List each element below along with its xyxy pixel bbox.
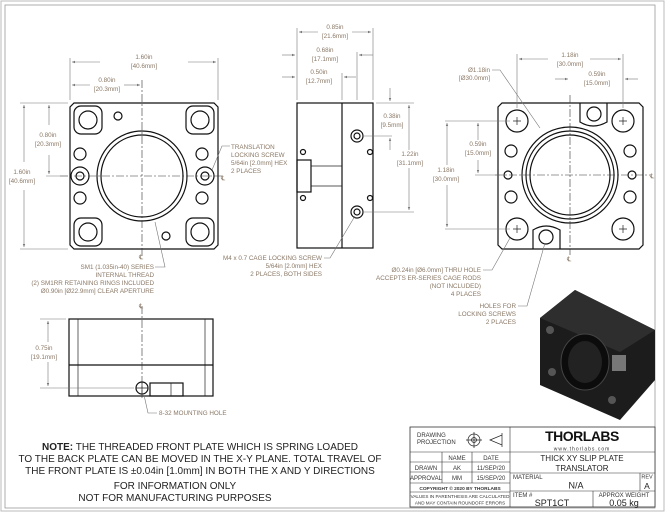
side-d3-mm: [12.7mm] xyxy=(306,78,332,85)
note-line-3: THE FRONT PLATE IS ±0.04in [1.0mm] IN BO… xyxy=(25,466,375,477)
weight-label: APPROX WEIGHT xyxy=(599,493,650,499)
front-half-width-in: 0.80in xyxy=(98,77,116,84)
back-vhalf-in: 0.59in xyxy=(469,141,487,148)
item-value: SPT1CT xyxy=(535,498,570,508)
rev-value: A xyxy=(644,481,650,491)
back-view: ℄ ℄ 1.18in [30.0mm] 0.59in [15.0mm] Ø1.1… xyxy=(376,52,654,326)
rev-label: REV xyxy=(641,475,653,481)
back-centerline-v: ℄ xyxy=(566,256,571,263)
isometric-render xyxy=(540,290,655,420)
projection-label-1: DRAWING xyxy=(417,433,446,439)
front-half-height-mm: [20.3mm] xyxy=(35,141,61,148)
front-width-mm: [40.6mm] xyxy=(131,63,157,70)
side-screw-offset-mm: [9.5mm] xyxy=(381,122,404,129)
bottom-centerline: ℄ xyxy=(138,303,143,310)
side-depth-mm: [21.6mm] xyxy=(322,33,348,40)
callout-thread-1: SM1 (1.035in-40) SERIES xyxy=(81,264,155,271)
callout-locking-2: LOCKING SCREWS xyxy=(458,311,516,318)
callout-translation-3: 5/64in [2.0mm] HEX xyxy=(231,160,288,167)
side-d3-in: 0.50in xyxy=(310,69,328,76)
approval-label: APPROVAL xyxy=(410,476,443,482)
callout-locking-3: 2 PLACES xyxy=(486,319,516,326)
back-half-mm: [15.0mm] xyxy=(584,80,610,87)
front-height-mm: [40.6mm] xyxy=(9,178,35,185)
info-line-1: FOR INFORMATION ONLY xyxy=(114,481,237,492)
note-text-1: THE THREADED FRONT PLATE WHICH IS SPRING… xyxy=(76,442,358,453)
front-height-in: 1.60in xyxy=(13,169,31,176)
front-centerline-v: ℄ xyxy=(138,254,143,261)
front-centerline-h: ℄ xyxy=(220,175,225,182)
values-note-2: AND MAY CONTAIN ROUNDOFF ERRORS xyxy=(415,501,505,506)
callout-holes-4: 4 PLACES xyxy=(451,291,481,298)
note-line-2: TO THE BACK PLATE CAN BE MOVED IN THE X-… xyxy=(18,454,381,465)
back-span-mm: [30.0mm] xyxy=(557,61,583,68)
drawing-title-1: THICK XY SLIP PLATE xyxy=(540,454,623,463)
date-header: DATE xyxy=(483,456,499,462)
website: www.thorlabs.com xyxy=(554,447,611,453)
side-screw-span-in: 1.22in xyxy=(401,151,419,158)
title-block: DRAWING PROJECTION NAME DATE DRAWN AK 11… xyxy=(409,426,656,508)
note-label: NOTE: xyxy=(42,442,73,453)
side-screw-offset-in: 0.38in xyxy=(383,113,401,120)
callout-mount: 8-32 MOUNTING HOLE xyxy=(159,410,227,417)
side-view: 0.85in [21.6mm] 0.68in [17.1mm] 0.50in [… xyxy=(223,24,423,278)
callout-cage-2: 5/64in [2.0mm] HEX xyxy=(266,263,323,270)
callout-thread-3: (2) SM1RR RETAINING RINGS INCLUDED xyxy=(31,280,154,287)
callout-thread-4: Ø0.90in [Ø22.9mm] CLEAR APERTURE xyxy=(41,288,154,295)
back-diam-in: Ø1.18in xyxy=(468,67,491,74)
approval-date: 15/SEP/20 xyxy=(477,476,506,482)
drawing-title-2: TRANSLATOR xyxy=(555,464,608,473)
bottom-height-in: 0.75in xyxy=(35,345,53,352)
weight-value: 0.05 kg xyxy=(609,498,639,508)
front-half-width-mm: [20.3mm] xyxy=(94,86,120,93)
side-depth-in: 0.85in xyxy=(326,24,344,31)
projection-symbol-icon xyxy=(466,432,503,448)
callout-translation-2: LOCKING SCREW xyxy=(231,152,285,159)
back-diam-mm: [Ø30.0mm] xyxy=(459,75,490,82)
material-value: N/A xyxy=(568,481,583,491)
back-centerline-h: ℄ xyxy=(649,173,654,180)
callout-cage-1: M4 x 0.7 CAGE LOCKING SCREW xyxy=(223,255,322,262)
back-vhalf-mm: [15.0mm] xyxy=(465,150,491,157)
callout-translation-4: 2 PLACES xyxy=(231,168,261,175)
back-span-in: 1.18in xyxy=(561,52,579,59)
callout-thread-2: INTERNAL THREAD xyxy=(96,272,155,279)
callout-cage-3: 2 PLACES, BOTH SIDES xyxy=(250,271,322,278)
back-vspan-mm: [30.0mm] xyxy=(433,176,459,183)
copyright: COPYRIGHT © 2020 BY THORLABS xyxy=(419,485,501,492)
info-line-2: NOT FOR MANUFACTURING PURPOSES xyxy=(78,493,271,504)
side-screw-span-mm: [31.1mm] xyxy=(397,160,423,167)
side-d2-mm: [17.1mm] xyxy=(312,56,338,63)
values-note-1: VALUES IN PARENTHESIS ARE CALCULATED xyxy=(411,494,510,499)
bottom-view: ℄ 0.75in [19.1mm] 8-32 MOUNTING HOLE xyxy=(31,303,227,417)
drawn-date: 11/SEP/20 xyxy=(477,466,506,472)
drawn-name: AK xyxy=(453,466,461,472)
side-d2-in: 0.68in xyxy=(316,47,334,54)
callout-holes-1: Ø0.24in [Ø6.0mm] THRU HOLE xyxy=(392,267,481,274)
material-label: MATERIAL xyxy=(513,475,543,481)
callout-holes-2: ACCEPTS ER-SERIES CAGE RODS xyxy=(376,275,481,282)
drawn-label: DRAWN xyxy=(415,466,437,472)
back-half-in: 0.59in xyxy=(588,71,606,78)
notes: NOTE: THE THREADED FRONT PLATE WHICH IS … xyxy=(18,442,381,504)
callout-locking-1: HOLES FOR xyxy=(480,303,517,310)
front-view: 1.60in [40.6mm] 0.80in [20.3mm] 0.80in [… xyxy=(9,54,288,295)
thorlabs-logo: THORLABS xyxy=(545,428,619,444)
note-line-1: NOTE: THE THREADED FRONT PLATE WHICH IS … xyxy=(42,442,358,453)
approval-name: MM xyxy=(452,476,462,482)
drawing-frame xyxy=(4,4,656,509)
back-vspan-in: 1.18in xyxy=(437,167,455,174)
bottom-height-mm: [19.1mm] xyxy=(31,354,57,361)
callout-translation-1: TRANSLATION xyxy=(231,144,275,151)
item-label: ITEM # xyxy=(513,493,533,499)
front-half-height-in: 0.80in xyxy=(39,132,57,139)
projection-label-2: PROJECTION xyxy=(417,440,456,446)
callout-holes-3: (NOT INCLUDED) xyxy=(430,283,481,290)
front-width-in: 1.60in xyxy=(135,54,153,61)
name-header: NAME xyxy=(448,456,465,462)
